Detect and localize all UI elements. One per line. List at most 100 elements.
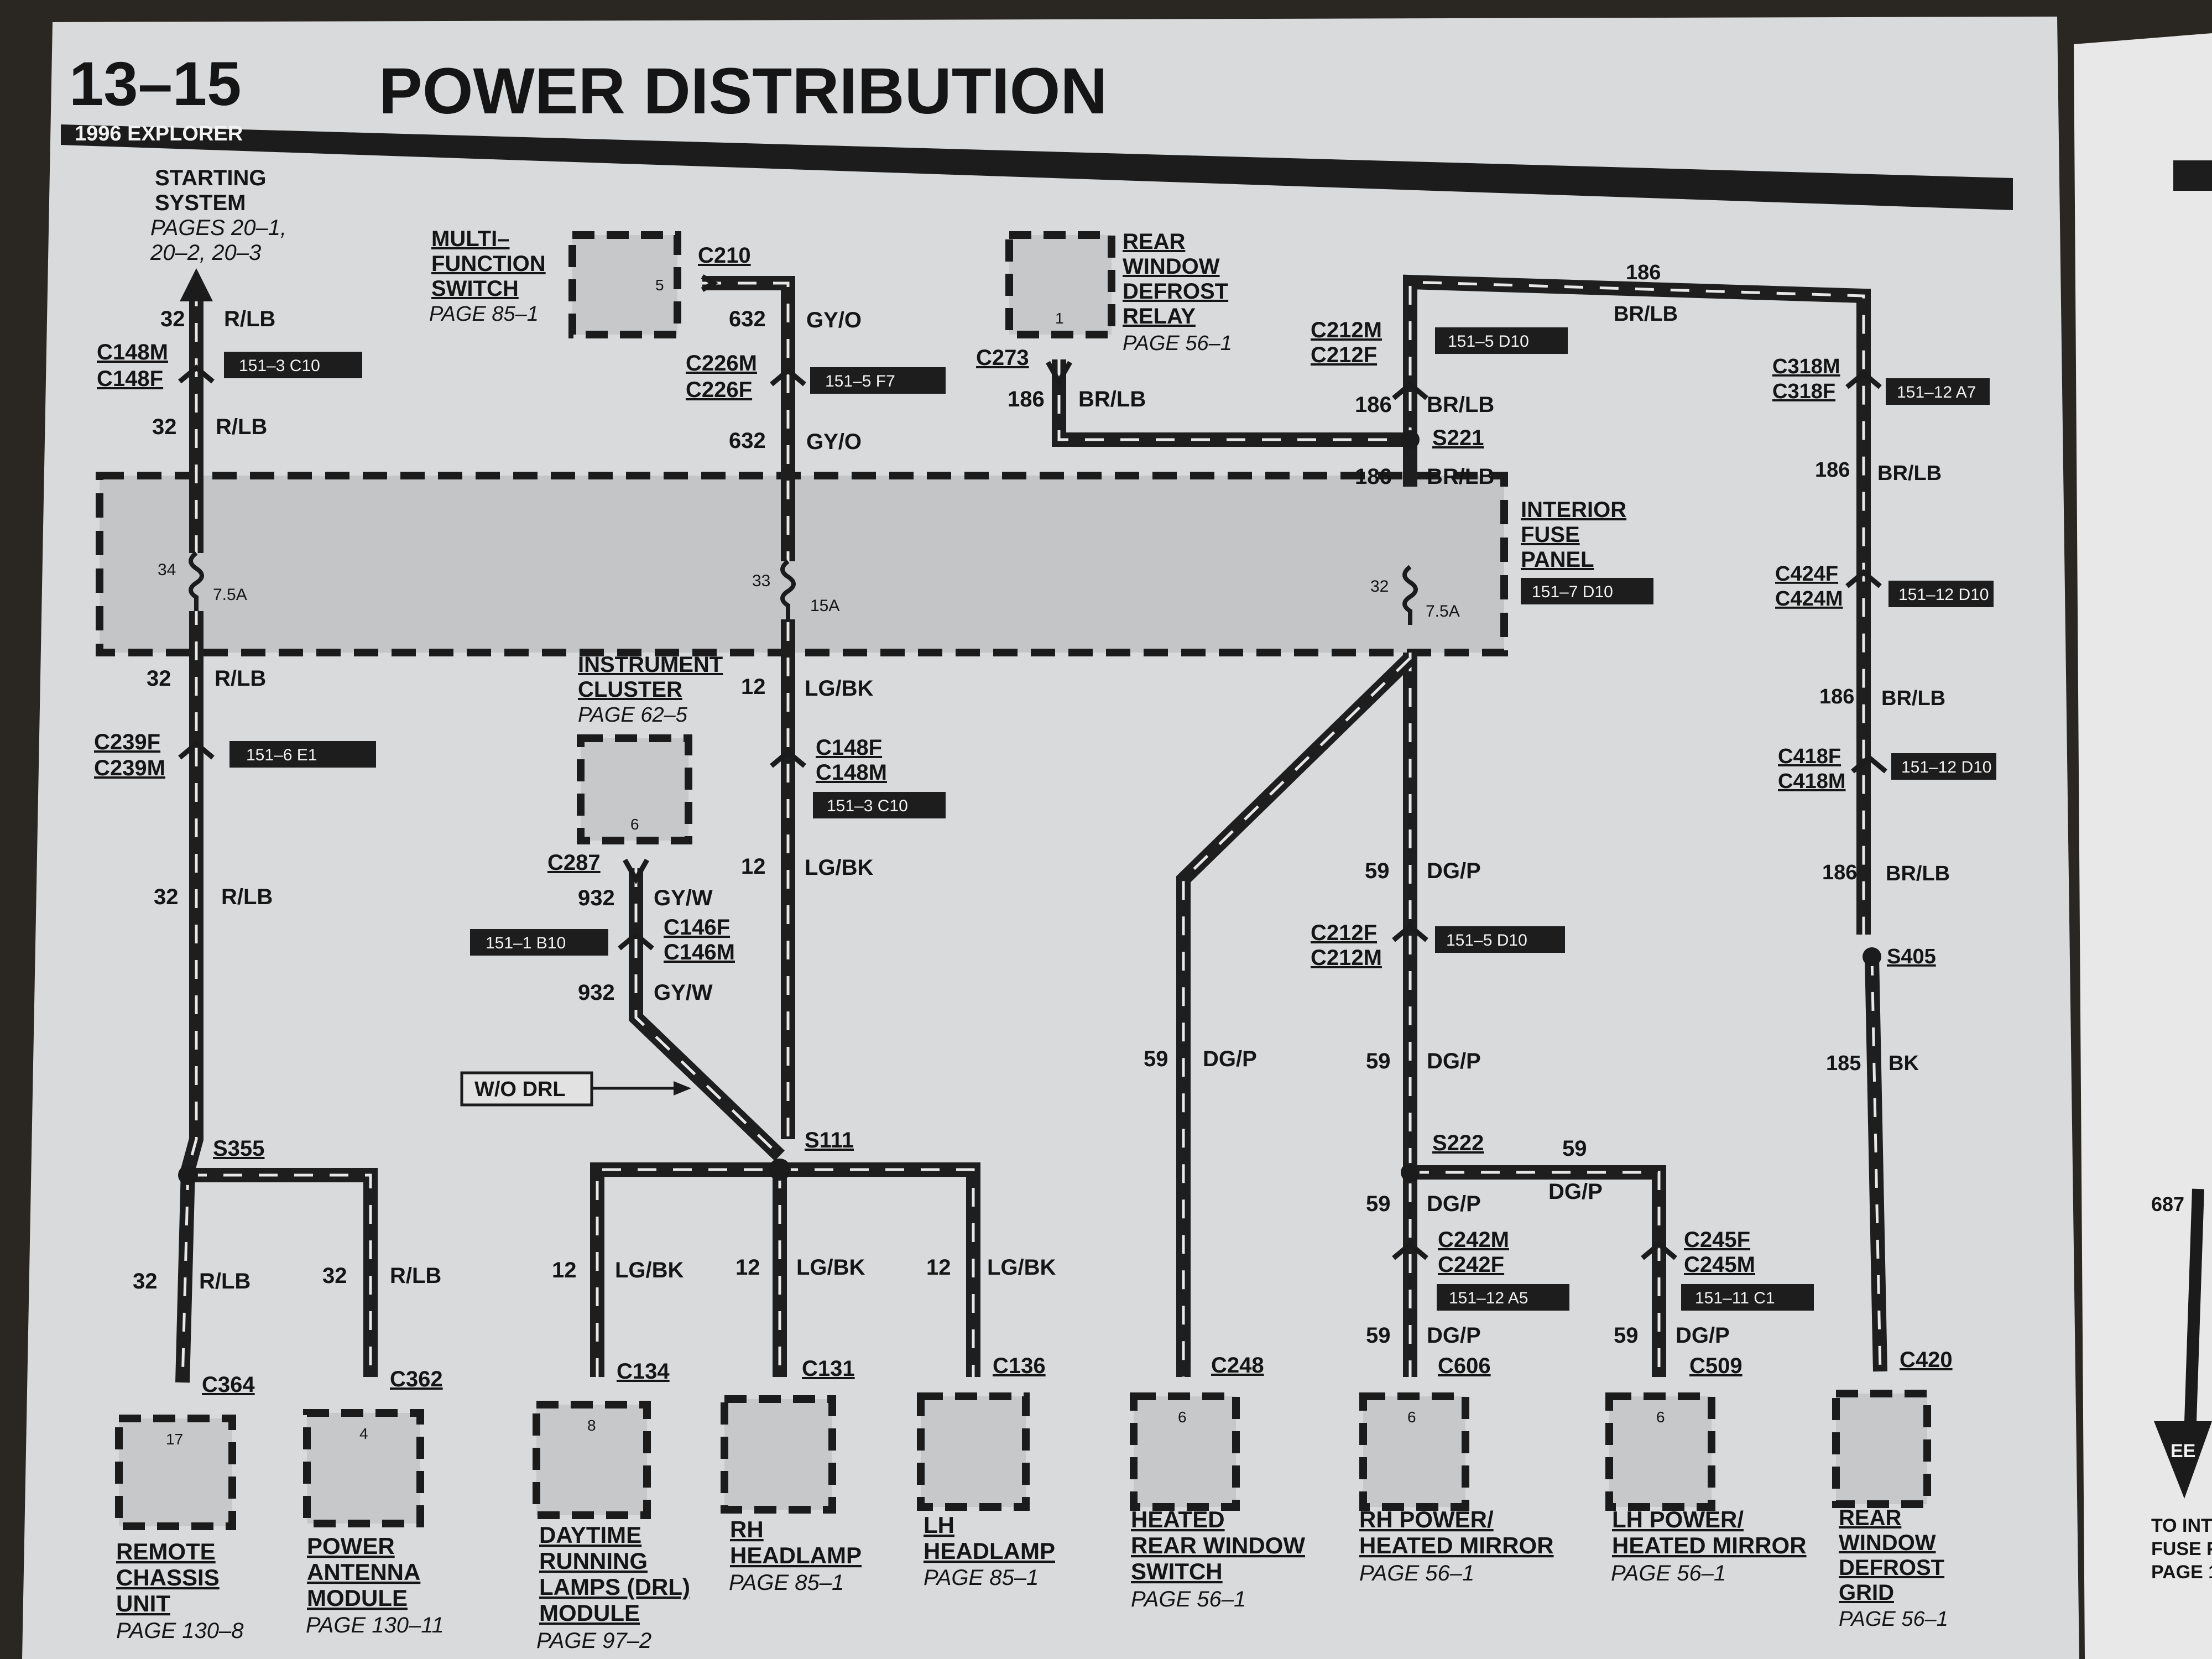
svg-text:C242F: C242F <box>1438 1253 1504 1277</box>
svg-text:HEATED: HEATED <box>1131 1506 1225 1532</box>
pin-number: 6 <box>630 816 639 833</box>
svg-text:DG/P: DG/P <box>1203 1047 1257 1071</box>
svg-text:PAGE 56–1: PAGE 56–1 <box>1123 332 1232 355</box>
svg-text:C131: C131 <box>802 1357 855 1381</box>
svg-text:59: 59 <box>1614 1323 1639 1348</box>
svg-text:8: 8 <box>587 1417 596 1434</box>
right-page-tab <box>2173 160 2212 191</box>
rear-defrost-relay-box <box>1005 231 1115 338</box>
svg-text:6: 6 <box>1178 1408 1187 1426</box>
svg-text:GY/O: GY/O <box>806 308 862 332</box>
interior-fuse-panel-box <box>96 472 1508 656</box>
svg-text:C318M: C318M <box>1772 355 1840 378</box>
svg-text:C146M: C146M <box>664 940 735 964</box>
svg-text:C239M: C239M <box>94 756 165 780</box>
svg-text:C212M: C212M <box>1311 946 1382 970</box>
svg-text:4: 4 <box>359 1425 368 1442</box>
right-page <box>2074 33 2212 1659</box>
svg-text:151–5 D10: 151–5 D10 <box>1446 931 1527 950</box>
svg-text:PAGE 85–1: PAGE 85–1 <box>729 1571 844 1595</box>
svg-text:PAGE 130–8: PAGE 130–8 <box>116 1619 244 1643</box>
svg-text:RH: RH <box>730 1516 764 1542</box>
svg-text:TO INT: TO INT <box>2151 1515 2212 1536</box>
connector-label: C287 <box>547 851 601 875</box>
svg-text:PAGE 1: PAGE 1 <box>2151 1562 2212 1583</box>
ref-tag: 151–12 A7 <box>1886 378 1990 405</box>
svg-text:R/LB: R/LB <box>221 885 273 909</box>
svg-text:32: 32 <box>152 415 177 439</box>
svg-text:186: 186 <box>1355 465 1392 489</box>
svg-text:6: 6 <box>1407 1408 1416 1426</box>
svg-text:PAGE 56–1: PAGE 56–1 <box>1611 1561 1726 1585</box>
svg-text:MULTI–: MULTI– <box>431 227 509 251</box>
svg-text:186: 186 <box>1815 458 1850 482</box>
svg-text:151–3 C10: 151–3 C10 <box>827 797 908 815</box>
svg-text:REAR: REAR <box>1123 229 1185 254</box>
ref-tag: 151–11 C1 <box>1681 1284 1814 1311</box>
fuse-rating: 15A <box>810 597 839 615</box>
svg-text:151–11 C1: 151–11 C1 <box>1695 1289 1775 1307</box>
svg-text:LG/BK: LG/BK <box>805 855 874 880</box>
component-rh-heated-mirror: 6 C606 RH POWER/ HEATED MIRROR PAGE 56–1 <box>1359 1354 1554 1585</box>
svg-text:632: 632 <box>729 429 766 453</box>
svg-text:R/LB: R/LB <box>216 415 267 439</box>
svg-text:32: 32 <box>133 1269 158 1293</box>
fuse-icon <box>1399 565 1421 625</box>
fuse-icon <box>185 551 207 611</box>
svg-text:DG/P: DG/P <box>1676 1323 1730 1348</box>
multifunction-switch-label: MULTI– FUNCTION SWITCH PAGE 85–1 <box>429 227 546 326</box>
svg-text:C239F: C239F <box>94 730 160 754</box>
svg-text:HEATED MIRROR: HEATED MIRROR <box>1612 1532 1807 1558</box>
fuse-rating: 7.5A <box>1426 602 1460 620</box>
component-rh-headlamp: C131 RH HEADLAMP PAGE 85–1 <box>721 1357 862 1595</box>
svg-text:C226M: C226M <box>686 351 757 375</box>
right-page-arrow-label: EE <box>2171 1441 2195 1462</box>
svg-text:UNIT: UNIT <box>116 1590 170 1616</box>
svg-text:PAGES 20–1,: PAGES 20–1, <box>150 216 286 240</box>
svg-text:C146F: C146F <box>664 915 730 940</box>
svg-text:C148M: C148M <box>816 760 887 785</box>
svg-text:C136: C136 <box>993 1354 1046 1378</box>
svg-text:151–5 F7: 151–5 F7 <box>825 372 895 390</box>
svg-text:12: 12 <box>552 1258 577 1282</box>
svg-text:GY/W: GY/W <box>654 886 713 910</box>
svg-text:32: 32 <box>154 885 179 909</box>
splice-dot-s222 <box>1401 1163 1420 1182</box>
svg-text:151–12 D10: 151–12 D10 <box>1898 586 1989 604</box>
svg-text:151–1 B10: 151–1 B10 <box>486 934 566 952</box>
component-rear-window-defrost-grid: C420 REAR WINDOW DEFROST GRID PAGE 56–1 <box>1832 1348 1953 1631</box>
svg-text:RH POWER/: RH POWER/ <box>1359 1506 1494 1532</box>
connector-labels: C148M C148F C226M C226F C212M C212F C318… <box>94 318 1846 1277</box>
svg-text:FUSE: FUSE <box>1521 523 1580 547</box>
svg-text:RELAY: RELAY <box>1123 304 1196 328</box>
svg-text:151–6 E1: 151–6 E1 <box>246 746 317 764</box>
svg-text:151–5 D10: 151–5 D10 <box>1448 332 1529 351</box>
svg-text:C606: C606 <box>1438 1354 1491 1378</box>
svg-text:ANTENNA: ANTENNA <box>307 1559 420 1585</box>
splice-dot-s221 <box>1401 430 1420 449</box>
svg-text:S222: S222 <box>1432 1131 1484 1155</box>
svg-text:C148M: C148M <box>97 340 168 364</box>
svg-text:PAGE 97–2: PAGE 97–2 <box>536 1629 651 1653</box>
ref-tag: 151–12 D10 <box>1888 581 1994 607</box>
svg-text:32: 32 <box>147 666 171 691</box>
svg-text:LG/BK: LG/BK <box>805 676 874 701</box>
svg-text:DG/P: DG/P <box>1427 1049 1481 1073</box>
svg-text:PAGE 56–1: PAGE 56–1 <box>1131 1587 1246 1611</box>
svg-text:PAGE 56–1: PAGE 56–1 <box>1359 1561 1474 1585</box>
arrow-up-icon <box>180 268 213 301</box>
component-drl-module: 8 C134 DAYTIME RUNNING LAMPS (DRL) MODUL… <box>533 1359 690 1653</box>
svg-text:59: 59 <box>1144 1047 1168 1071</box>
fuse-rating: 7.5A <box>213 586 247 604</box>
svg-text:R/LB: R/LB <box>215 666 266 691</box>
ref-tag: 151–12 D10 <box>1891 753 1996 780</box>
svg-text:PANEL: PANEL <box>1521 547 1594 572</box>
right-page-label: TO INT FUSE P PAGE 1 <box>2151 1515 2212 1583</box>
svg-text:20–2, 20–3: 20–2, 20–3 <box>150 241 261 265</box>
svg-text:C245F: C245F <box>1684 1228 1750 1252</box>
svg-text:151–3 C10: 151–3 C10 <box>239 357 320 375</box>
svg-text:RUNNING: RUNNING <box>539 1548 648 1574</box>
connector-label: C210 <box>698 243 751 268</box>
component-heated-rear-window-switch: 6 C248 HEATED REAR WINDOW SWITCH PAGE 56… <box>1130 1353 1305 1611</box>
multifunction-switch-box <box>568 231 681 338</box>
